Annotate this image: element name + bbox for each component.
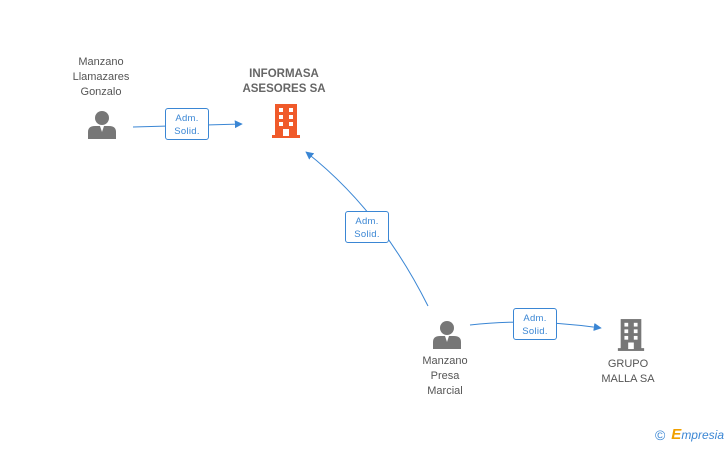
brand-logo-letter: E — [671, 426, 682, 443]
node-label-gonzalo[interactable]: Manzano Llamazares Gonzalo — [72, 56, 130, 98]
building-icon[interactable] — [270, 104, 302, 138]
edge-label-marcial-grupo[interactable]: Adm. Solid. — [513, 308, 557, 340]
copyright-icon: © — [654, 426, 666, 443]
brand-name: mpresia — [681, 427, 724, 442]
edge-label-marcial-informasa[interactable]: Adm. Solid. — [345, 211, 389, 243]
edge-label-gonzalo-informasa[interactable]: Adm. Solid. — [165, 108, 209, 140]
building-icon[interactable] — [616, 318, 646, 352]
person-icon[interactable] — [432, 320, 462, 350]
node-label-informasa[interactable]: INFORMASA ASESORES SA — [242, 68, 326, 95]
person-icon[interactable] — [87, 110, 117, 140]
brand-watermark: © E mpresia — [655, 426, 724, 443]
node-label-marcial[interactable]: Manzano Presa Marcial — [422, 355, 468, 397]
node-label-grupo[interactable]: GRUPO MALLA SA — [601, 358, 655, 385]
